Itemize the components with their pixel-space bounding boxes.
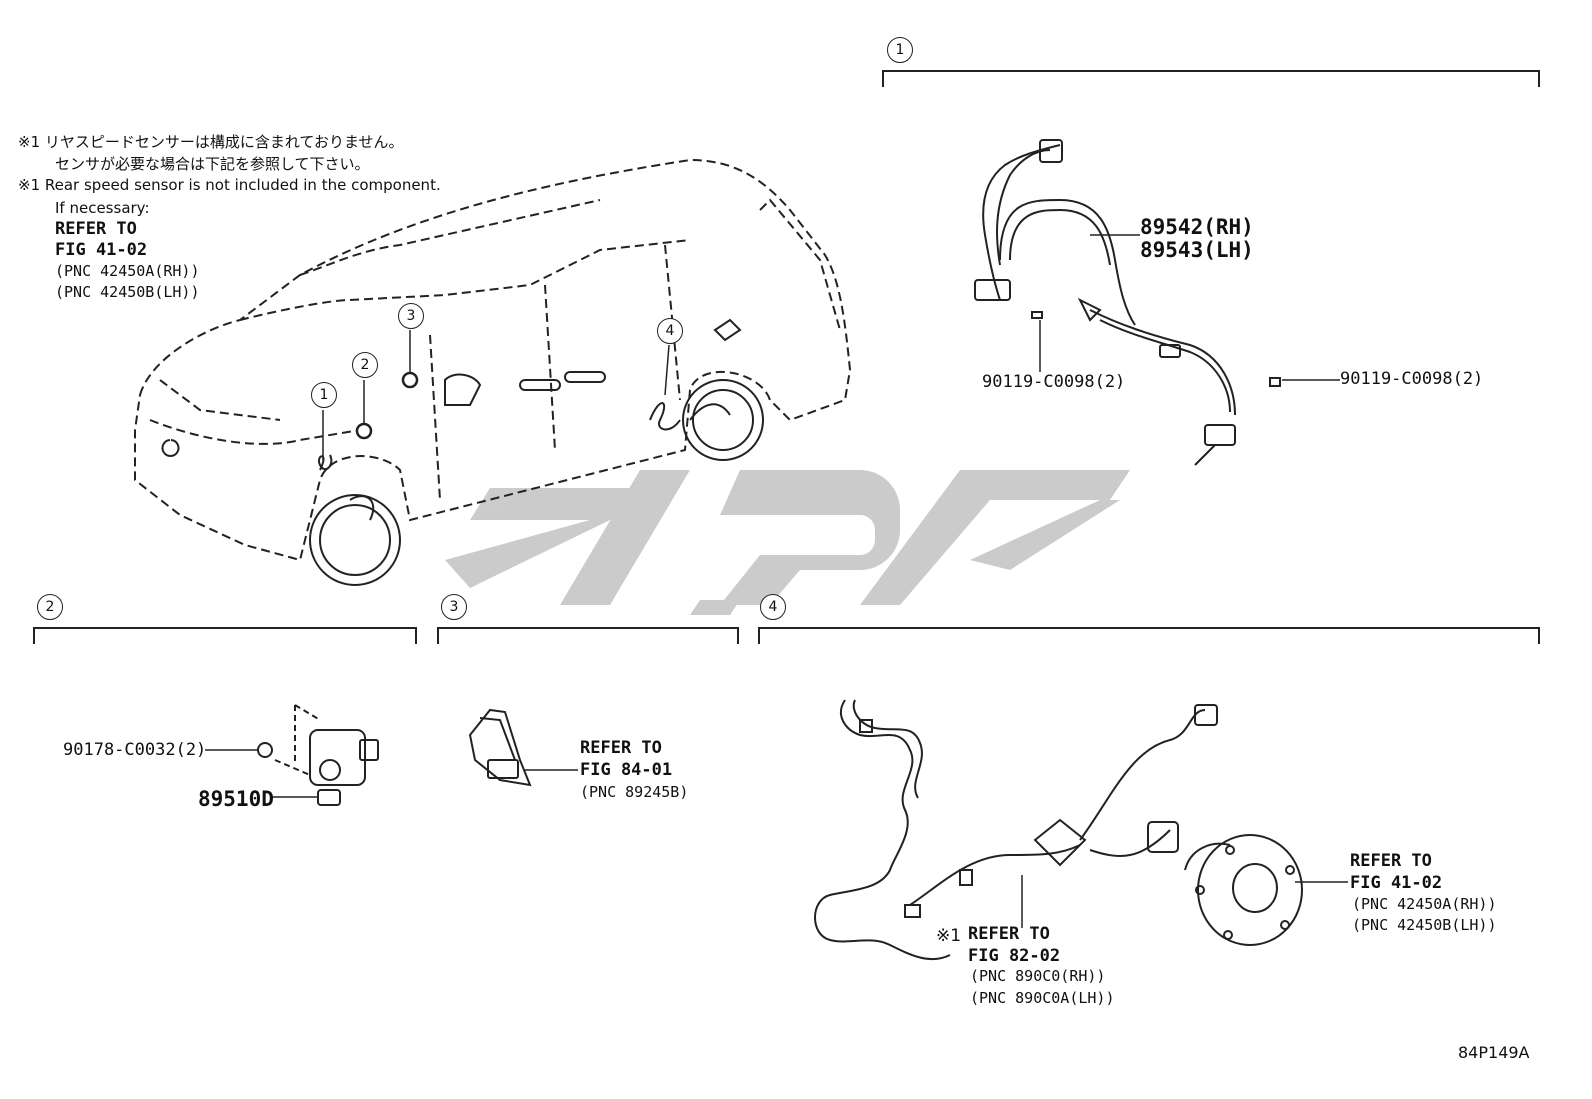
rear-harness-drawing: [814, 699, 1218, 961]
note-en-line2: If necessary:: [55, 199, 150, 217]
vehicle-markers: [355, 371, 419, 440]
section1-label: 1: [887, 37, 913, 63]
callout-leaders: [322, 330, 670, 460]
hub-fig: FIG 41-02: [1350, 873, 1443, 893]
accelerator-sensor-drawing: [468, 708, 532, 787]
section1-bracket: [882, 70, 1540, 87]
section3-bracket: [437, 627, 739, 644]
vehicle-details: [161, 318, 764, 586]
part-89510d: 89510D: [198, 787, 274, 811]
vehicle-callout-4: 4: [657, 318, 683, 344]
section2-bracket: [33, 627, 417, 644]
bolt-label-right: 90119-C0098(2): [1340, 369, 1484, 389]
vehicle-callout-2: 2: [352, 352, 378, 378]
part-89542-rh: 89542(RH): [1140, 215, 1254, 239]
section4-leaders: [1021, 875, 1348, 928]
sec4-mark: ※1: [936, 926, 962, 946]
section4-bracket: [758, 627, 1540, 644]
vehicle-callout-3: 3: [398, 303, 424, 329]
note-jp-line1: ※1 リヤスピードセンサーは構成に含まれておりません。: [18, 133, 404, 151]
vehicle-callout-1: 1: [311, 382, 337, 408]
note-en-line1: ※1 Rear speed sensor is not included in …: [18, 176, 441, 194]
section2-label: 2: [37, 594, 63, 620]
watermark-logo: [445, 470, 1130, 615]
sec4-refer: REFER TO: [968, 924, 1050, 944]
note-fig: FIG 41-02: [55, 240, 148, 260]
diagram-code: 84P149A: [1458, 1043, 1530, 1062]
hub-pnc-lh: (PNC 42450B(LH)): [1352, 916, 1497, 934]
yaw-rate-sensor-drawing: [257, 704, 379, 806]
section3-label: 3: [441, 594, 467, 620]
section2-leaders: [205, 749, 318, 798]
sec3-fig: FIG 84-01: [580, 760, 673, 780]
front-speed-sensor-drawing: [974, 139, 1281, 466]
hub-refer: REFER TO: [1350, 851, 1432, 871]
rear-hub-drawing: [1184, 834, 1303, 946]
sec4-fig: FIG 82-02: [968, 946, 1061, 966]
note-pnc-rh: (PNC 42450A(RH)): [55, 262, 200, 280]
part-89543-lh: 89543(LH): [1140, 238, 1254, 262]
sec3-pnc: (PNC 89245B): [580, 783, 689, 801]
note-refer: REFER TO: [55, 219, 137, 239]
section1-leaders: [1039, 234, 1340, 381]
sec3-refer: REFER TO: [580, 738, 662, 758]
hub-pnc-rh: (PNC 42450A(RH)): [1352, 895, 1497, 913]
section4-label: 4: [760, 594, 786, 620]
sec4-pnc-lh: (PNC 890C0A(LH)): [970, 989, 1115, 1007]
nut-label: 90178-C0032(2): [63, 740, 207, 760]
bolt-label-left: 90119-C0098(2): [982, 372, 1126, 392]
note-pnc-lh: (PNC 42450B(LH)): [55, 283, 200, 301]
sec4-pnc-rh: (PNC 890C0(RH)): [970, 967, 1106, 985]
note-jp-line2: センサが必要な場合は下記を参照して下さい。: [55, 155, 370, 173]
